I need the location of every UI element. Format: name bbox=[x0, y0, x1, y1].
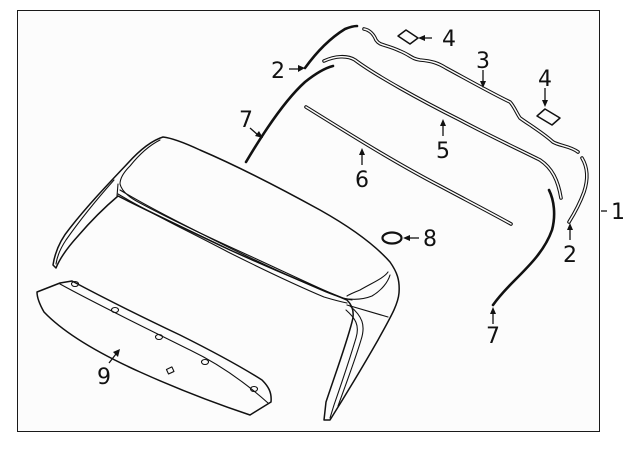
upper-weatherstrip[interactable] bbox=[322, 54, 563, 200]
lower-garnish-panel[interactable] bbox=[36, 280, 272, 416]
callout-3: 3 bbox=[476, 49, 490, 74]
right-seal-strip[interactable] bbox=[491, 188, 556, 307]
clip-icon bbox=[70, 280, 259, 393]
callout-2-upper-left: 2 bbox=[271, 59, 285, 84]
lower-weatherstrip[interactable] bbox=[304, 105, 513, 226]
left-seal-strip[interactable] bbox=[244, 64, 335, 164]
callout-6: 6 bbox=[355, 168, 369, 193]
callout-2-right: 2 bbox=[563, 243, 577, 268]
spacer-pad-left[interactable] bbox=[397, 29, 419, 45]
spacer-pad-right[interactable] bbox=[536, 108, 561, 126]
grommet[interactable] bbox=[381, 231, 403, 245]
back-glass-assembly[interactable] bbox=[52, 136, 400, 421]
leader-lines bbox=[108, 35, 607, 364]
callout-5: 5 bbox=[436, 139, 450, 164]
callout-7-upper-left: 7 bbox=[239, 108, 253, 133]
callout-1: 1 bbox=[611, 200, 625, 225]
callout-7-right: 7 bbox=[486, 324, 500, 349]
right-side-molding[interactable] bbox=[567, 156, 589, 224]
callout-labels: 1 2 2 3 4 4 5 6 7 7 8 9 bbox=[97, 27, 625, 390]
upper-reveal-molding[interactable] bbox=[362, 27, 580, 154]
callout-9: 9 bbox=[97, 365, 111, 390]
upper-left-molding[interactable] bbox=[303, 24, 359, 70]
callout-4-right: 4 bbox=[538, 67, 552, 92]
callout-4-left: 4 bbox=[442, 27, 456, 52]
callout-8: 8 bbox=[423, 227, 437, 252]
